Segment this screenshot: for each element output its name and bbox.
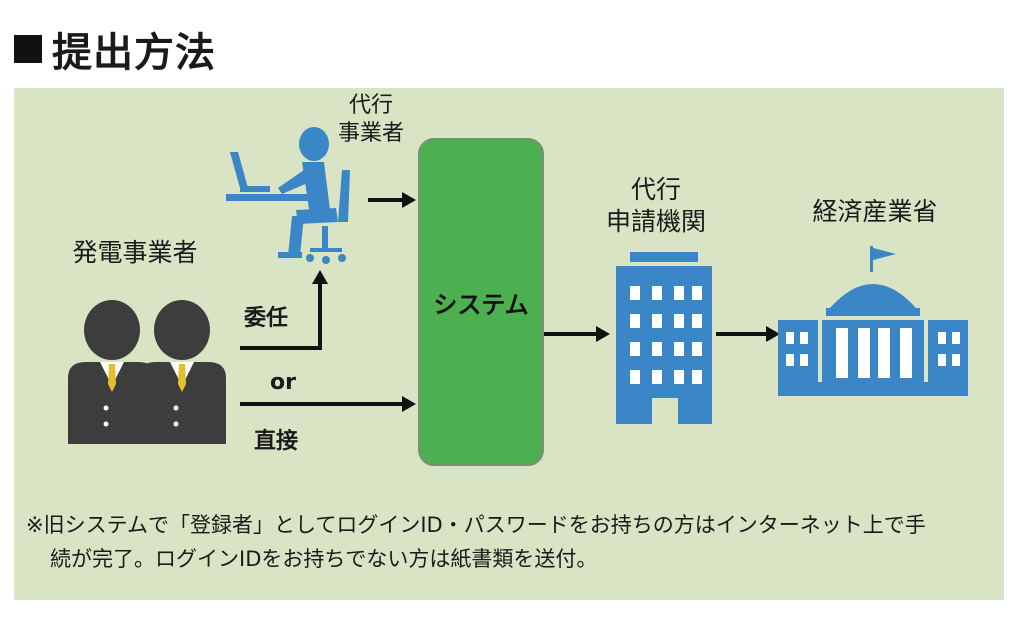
applicant-label-line2: 申請機関 bbox=[605, 207, 706, 236]
delegate-label: 委任 bbox=[244, 306, 289, 331]
page-title-text: 提出方法 bbox=[52, 30, 216, 76]
note-line1: ※旧システムで「登録者」としてログインID・パスワードをお持ちの方はインターネッ… bbox=[26, 513, 926, 537]
note-line2: 続が完了。ログインIDをお持ちでない方は紙書類を送付。 bbox=[50, 547, 598, 571]
person-at-computer-icon bbox=[226, 127, 350, 264]
direct-label: 直接 bbox=[254, 429, 299, 454]
arrow-applicant-to-ministry bbox=[716, 326, 780, 342]
agent-label-line1: 代行 bbox=[348, 93, 393, 118]
arrow-delegate-up bbox=[240, 270, 328, 350]
agent-label-line2: 事業者 bbox=[337, 121, 404, 146]
or-label: or bbox=[270, 370, 296, 395]
government-building-icon bbox=[778, 246, 968, 396]
agent-label: 代行 事業者 bbox=[326, 92, 416, 148]
arrow-direct-to-system bbox=[240, 396, 416, 412]
page-title: 提出方法 bbox=[14, 20, 216, 78]
office-building-icon bbox=[616, 252, 712, 424]
generator-label: 発電事業者 bbox=[72, 238, 198, 267]
system-box: システム bbox=[418, 138, 544, 466]
ministry-label: 経済産業省 bbox=[812, 197, 938, 226]
title-square-icon bbox=[14, 35, 42, 63]
arrow-system-to-applicant bbox=[542, 326, 610, 342]
business-people-icon bbox=[68, 300, 226, 444]
applicant-label-line1: 代行 bbox=[630, 175, 681, 204]
arrow-agent-to-system bbox=[368, 192, 416, 208]
applicant-label: 代行 申請機関 bbox=[586, 174, 726, 238]
system-label: システム bbox=[433, 290, 529, 319]
